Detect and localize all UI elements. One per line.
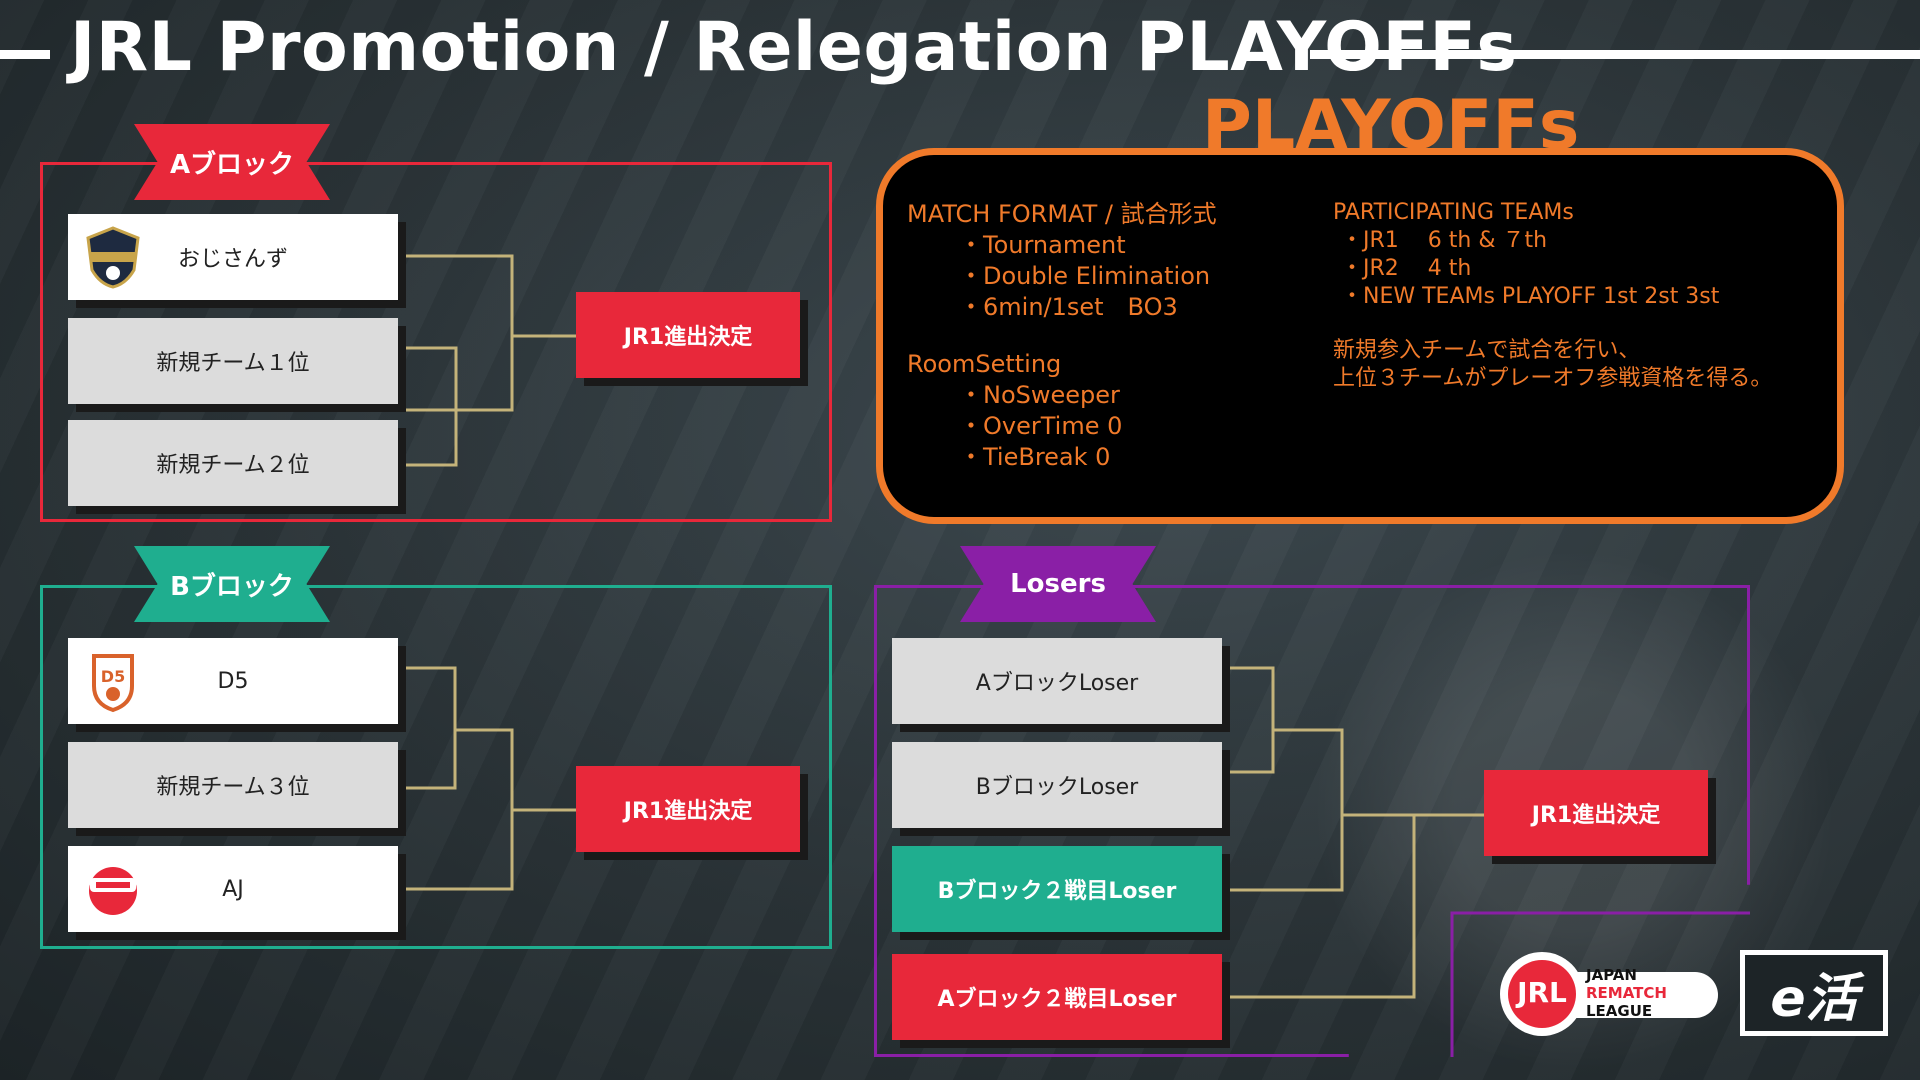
match-format-item: ・6min/1set BO3 <box>959 293 1178 321</box>
match-format-heading: MATCH FORMAT / 試合形式 <box>907 200 1217 228</box>
team-name: D5 <box>217 668 249 694</box>
info-box: MATCH FORMAT / 試合形式 ・Tournament ・Double … <box>876 148 1844 524</box>
room-setting-item: ・TieBreak 0 <box>959 443 1111 471</box>
team-name: 新規チーム１位 <box>156 351 310 376</box>
adjust-logo-icon <box>89 867 137 915</box>
block-a-team-new-2[interactable]: 新規チーム２位 <box>68 420 398 506</box>
block-a-tag: Aブロック <box>134 124 330 200</box>
team-name: Bブロック２戦目Loser <box>937 879 1177 904</box>
team-name: 新規チーム３位 <box>156 775 310 800</box>
title-line-left <box>0 50 50 59</box>
block-b-team-aj[interactable]: AJ <box>68 846 398 932</box>
block-b-team-d5[interactable]: D5 D5 <box>68 638 398 724</box>
block-b-team-new-3[interactable]: 新規チーム３位 <box>68 742 398 828</box>
league-line-3: LEAGUE <box>1586 1002 1653 1020</box>
title-line-right <box>1310 50 1920 59</box>
league-line-1: JAPAN <box>1586 966 1637 984</box>
participating-teams-item: ・JR2 4 th <box>1341 256 1472 281</box>
losers-team-b-2nd-loser[interactable]: Bブロック２戦目Loser <box>892 846 1222 932</box>
room-setting-heading: RoomSetting <box>907 350 1062 378</box>
block-b-result: JR1進出決定 <box>576 766 800 852</box>
losers-team-a-loser[interactable]: AブロックLoser <box>892 638 1222 724</box>
team-name: おじさんず <box>177 247 288 272</box>
note-line-2: 上位３チームがプレーオフ参戦資格を得る。 <box>1333 366 1773 391</box>
losers-result: JR1進出決定 <box>1484 770 1708 856</box>
svg-text:D5: D5 <box>101 667 125 686</box>
page-title: JRL Promotion / Relegation PLAYOFFs <box>70 8 1518 87</box>
losers-team-a-2nd-loser[interactable]: Aブロック２戦目Loser <box>892 954 1222 1040</box>
losers-tag: Losers <box>960 546 1156 622</box>
jrl-logo: JRL JAPAN REMATCH LEAGUE <box>1498 950 1724 1038</box>
ekatsu-logo-text: e活 <box>1770 968 1858 1029</box>
participating-teams-heading: PARTICIPATING TEAMs <box>1333 200 1574 225</box>
block-a-frame <box>40 162 832 522</box>
info-left-column: MATCH FORMAT / 試合形式 ・Tournament ・Double … <box>907 199 1217 473</box>
jrl-badge-text: JRL <box>1517 976 1567 1009</box>
d5-logo-icon: D5 <box>92 654 134 713</box>
match-format-item: ・Tournament <box>959 231 1126 259</box>
block-b-frame <box>40 585 832 949</box>
room-setting-item: ・OverTime 0 <box>959 412 1123 440</box>
ekatsu-logo: e活 <box>1740 950 1888 1036</box>
info-right-column: PARTICIPATING TEAMs ・JR1 6 th & ７th ・JR2… <box>1333 199 1772 393</box>
block-a-team-ojisan[interactable]: おじさんず <box>68 214 398 300</box>
title-bar: JRL Promotion / Relegation PLAYOFFs <box>0 0 1920 110</box>
block-a-result: JR1進出決定 <box>576 292 800 378</box>
team-name: BブロックLoser <box>975 775 1139 800</box>
match-format-item: ・Double Elimination <box>959 262 1211 290</box>
team-name: AブロックLoser <box>975 671 1139 696</box>
league-name: JAPAN REMATCH LEAGUE <box>1586 966 1667 1020</box>
team-name: AJ <box>222 876 244 902</box>
block-a-team-new-1[interactable]: 新規チーム１位 <box>68 318 398 404</box>
room-setting-item: ・NoSweeper <box>959 381 1120 409</box>
jrl-logo-icon <box>1500 952 1718 1036</box>
league-line-2: REMATCH <box>1586 984 1667 1002</box>
note-line-1: 新規参入チームで試合を行い、 <box>1333 338 1641 363</box>
participating-teams-item: ・NEW TEAMs PLAYOFF 1st 2st 3st <box>1341 284 1720 309</box>
team-name: 新規チーム２位 <box>156 453 310 478</box>
ojisan-logo-icon <box>86 226 140 289</box>
losers-team-b-loser[interactable]: BブロックLoser <box>892 742 1222 828</box>
losers-frame <box>874 585 1750 1057</box>
team-name: Aブロック２戦目Loser <box>937 987 1177 1012</box>
block-b-tag: Bブロック <box>134 546 330 622</box>
participating-teams-item: ・JR1 6 th & ７th <box>1341 228 1548 253</box>
